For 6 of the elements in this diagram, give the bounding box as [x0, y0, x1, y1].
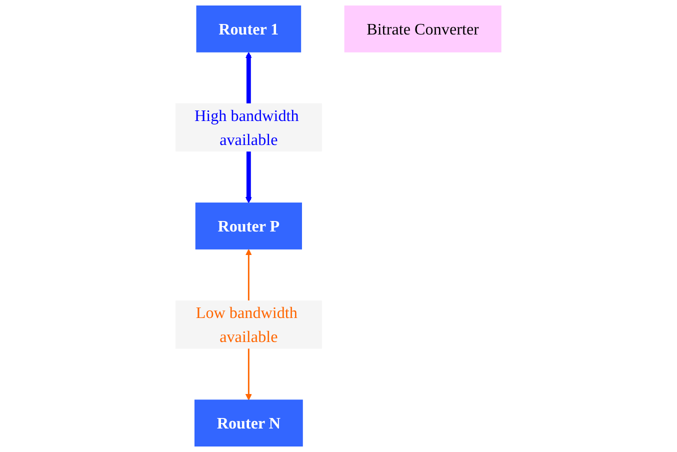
node-box: Router P	[196, 202, 302, 250]
node-box: Router 1	[196, 6, 302, 52]
node-box: Bitrate Converter	[344, 6, 502, 52]
edge-label: High bandwidth available	[194, 106, 300, 149]
node-box: Router N	[194, 400, 304, 446]
edge-label: Low bandwidth available	[196, 303, 298, 346]
